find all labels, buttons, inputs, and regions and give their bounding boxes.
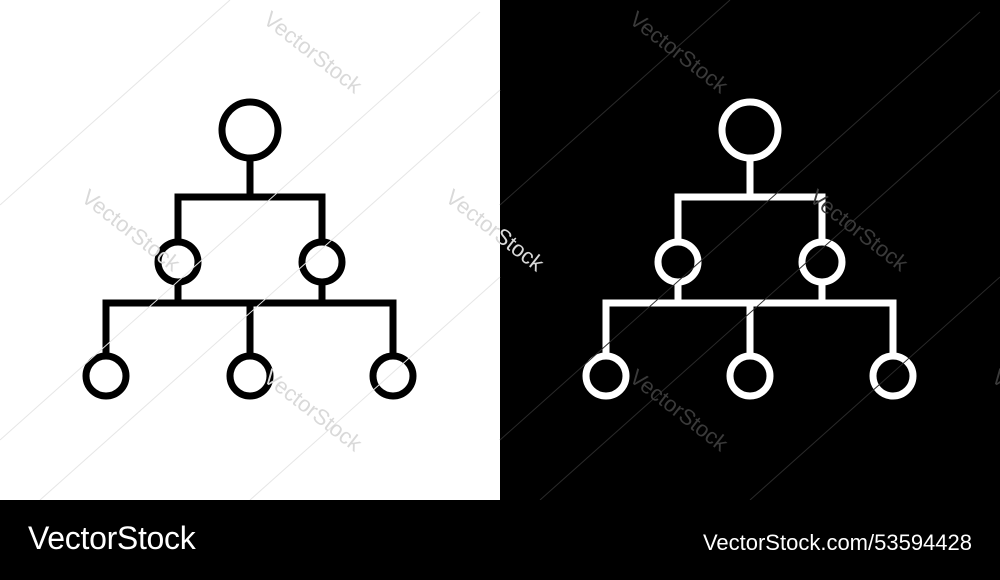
hierarchy-icon-dark [500,0,1000,500]
dark-panel-background [500,0,1000,500]
hierarchy-icon-light [0,0,500,500]
brand-logo: VectorStock [28,520,196,556]
light-panel [0,0,500,500]
light-panel-background [0,0,500,500]
footer-bar: VectorStock VectorStock.com/53594428 [0,500,1000,580]
dark-panel [500,0,1000,500]
image-id: VectorStock.com/53594428 [702,530,972,555]
